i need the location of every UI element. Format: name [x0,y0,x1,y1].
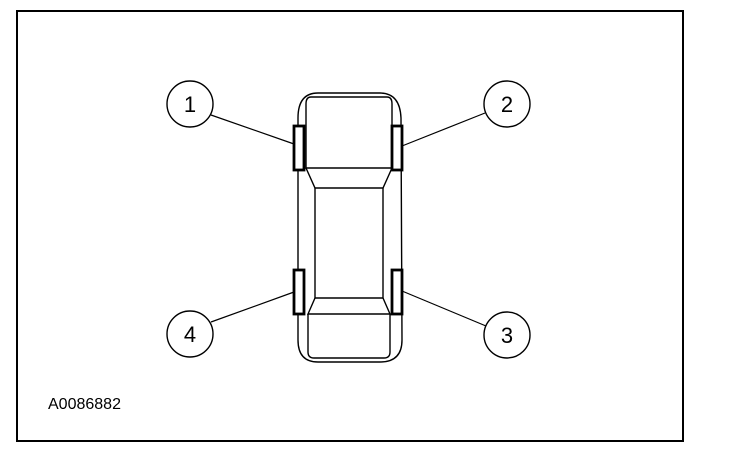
vehicle-rear-window [306,297,392,315]
vehicle-body [297,92,403,363]
tire-front-left [292,124,306,172]
leader-line-1 [210,114,295,145]
callout-circle [483,80,531,128]
figure-reference-code: A0086882 [48,396,121,413]
callout-circle [483,311,531,359]
callout-2: 2 [483,80,531,128]
leader-line-4 [210,291,295,323]
tire-front-right [390,124,404,172]
callouts: 1 2 3 4 [166,80,531,359]
leader-lines [210,112,487,327]
callout-label: 2 [501,92,513,117]
callout-label: 3 [501,323,513,348]
leader-line-2 [401,112,486,147]
vehicle-windshield [305,167,393,189]
callout-1: 1 [166,80,214,128]
callout-label: 4 [184,322,196,347]
tire-rear-left [292,268,306,316]
tire-rear-right [390,268,404,316]
vehicle-cabin [314,188,384,299]
vehicle-trunk [307,314,391,359]
callout-circle [166,80,214,128]
callout-circle [166,310,214,358]
callout-3: 3 [483,311,531,359]
leader-line-3 [401,290,487,327]
callout-label: 1 [184,92,196,117]
callout-4: 4 [166,310,214,358]
figure-frame [16,10,684,442]
vehicle-outline [297,92,403,363]
